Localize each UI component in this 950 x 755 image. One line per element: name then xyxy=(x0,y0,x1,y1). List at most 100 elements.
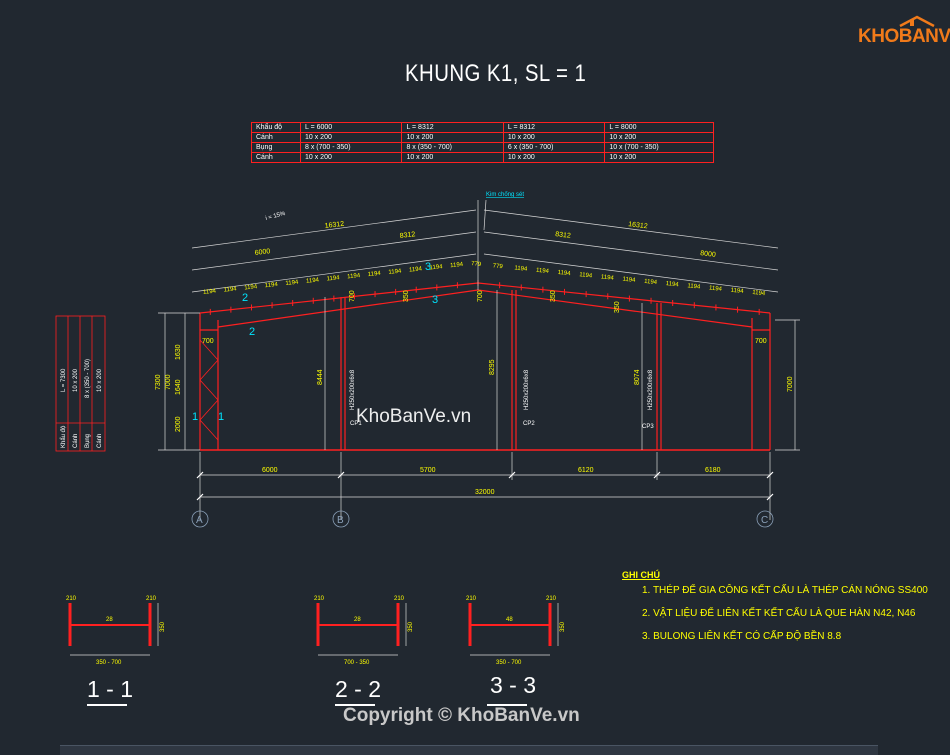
purlin-spacing-labels: 1194 1194 1194 1194 1194 1194 1194 1194 1194 1194… xyxy=(203,261,766,297)
dim-left-2000: 2000 xyxy=(175,416,182,432)
dim-left-7000: 7000 xyxy=(165,374,172,390)
purlin-spacing-label: 1194 xyxy=(514,265,528,272)
section-width: 700 - 350 xyxy=(344,660,370,666)
notes-title: GHI CHÚ xyxy=(622,570,660,580)
schedule-cell: 10 x 200 xyxy=(401,132,504,143)
depth-1: 700 xyxy=(202,338,214,345)
purlin-spacing-label: 1194 xyxy=(409,266,423,273)
dim-right-7000: 7000 xyxy=(787,376,794,392)
dim-tick xyxy=(196,471,204,479)
schedule-cell: L = 8000 xyxy=(604,122,714,133)
schedule-cell: 10 x 200 xyxy=(401,152,504,163)
dim-tick xyxy=(196,493,204,501)
section-web: 28 xyxy=(354,617,361,623)
purlin-spacing-label: 1194 xyxy=(579,272,593,279)
note-3: 3. BULONG LIÊN KẾT CÓ CẤP ĐỘ BỀN 8.8 xyxy=(642,631,842,642)
rafter-top-left xyxy=(199,282,479,314)
axis-bubbles xyxy=(191,510,774,528)
purlin-spacing-label: 1194 xyxy=(429,264,443,271)
depth-4: 700 xyxy=(477,290,484,302)
section-flange-right: 210 xyxy=(394,596,405,602)
section-label-1: 1 - 1 xyxy=(87,676,134,702)
slope-label: i = 15% xyxy=(265,211,287,222)
dim-bottom-2: 5700 xyxy=(420,467,436,474)
dim-top-right-a: 8312 xyxy=(555,231,571,240)
purlin-spacing-label: 1194 xyxy=(326,275,340,282)
dim-tick xyxy=(766,493,774,501)
side-table-h4: Cánh xyxy=(97,434,103,448)
axis-b-bubble xyxy=(332,510,350,528)
section-mark-2a: 2 xyxy=(242,292,248,304)
purlin-spacing-label: 1194 xyxy=(665,281,679,288)
purlin-spacing-label: 1194 xyxy=(285,280,299,287)
section-mark-2b: 2 xyxy=(249,326,255,338)
purlin-spacing-label: 1194 xyxy=(388,268,402,275)
purlin-spacing-label: 1194 xyxy=(536,268,550,275)
purlin-spacing-label: 779 xyxy=(471,261,482,268)
dimension-lines xyxy=(158,199,800,520)
purlin-spacing-label: 1194 xyxy=(601,274,615,281)
note-2: 2. VẬT LIỆU ĐỂ LIÊN KẾT KẾT CẤU LÀ QUE H… xyxy=(642,608,916,619)
column-1-tag: CP1 xyxy=(350,421,362,427)
purlin-spacing-label: 1194 xyxy=(265,282,279,289)
dim-top-right-total: 16312 xyxy=(628,221,648,230)
schedule-cell: 8 x (350 - 700) xyxy=(401,142,504,153)
section-width: 350 - 700 xyxy=(496,660,522,666)
axis-label-c: C xyxy=(761,515,768,526)
dim-tick xyxy=(653,471,661,479)
side-table-r4: 10 x 200 xyxy=(97,368,103,392)
rafter-top-right xyxy=(477,282,771,314)
column-2-label: H250x200x6x8 xyxy=(524,369,530,410)
horizontal-scrollbar[interactable] xyxy=(60,745,878,755)
axis-label-a: A xyxy=(196,515,203,526)
section-label-3: 3 - 3 xyxy=(490,672,537,698)
depth-2: 700 xyxy=(755,338,767,345)
dimension-ticks xyxy=(196,471,774,501)
note-1: 1. THÉP ĐỂ GIA CÔNG KẾT CẤU LÀ THÉP CÁN … xyxy=(642,585,928,596)
purlin-spacing-label: 1194 xyxy=(622,277,636,284)
dim-tick xyxy=(766,471,774,479)
purlin-spacing-label: 1194 xyxy=(347,273,361,280)
rafter-bottom-right xyxy=(477,289,753,328)
dim-left-1640: 1640 xyxy=(175,379,182,395)
purlin-spacing-label: 1194 xyxy=(306,277,320,284)
axis-label-b: B xyxy=(337,515,344,526)
axis-a-bubble xyxy=(191,510,209,528)
side-table-h1: Khẩu độ xyxy=(60,425,67,448)
schedule-cell: L = 8312 xyxy=(401,122,504,133)
section-mark-1a: 1 xyxy=(192,411,198,423)
frame-members xyxy=(199,282,771,451)
schedule-cell: 10 x (700 - 350) xyxy=(604,142,714,153)
dim-tick xyxy=(337,471,345,479)
dim-left-1630: 1630 xyxy=(175,344,182,360)
dim-total: 32000 xyxy=(475,489,495,496)
section-flange-right: 210 xyxy=(546,596,557,602)
dim-top-right-b: 8000 xyxy=(700,250,716,259)
section-width: 350 - 700 xyxy=(96,660,122,666)
section-web: 48 xyxy=(506,617,513,623)
depth-7: 700 xyxy=(349,290,356,302)
section-depth: 350 xyxy=(160,621,166,632)
section-mark-1b: 1 xyxy=(218,411,224,423)
purlin-spacing-label: 779 xyxy=(492,263,503,270)
depth-5: 350 xyxy=(550,290,557,302)
schedule-cell: Cánh xyxy=(251,132,301,143)
purlin-spacing-label: 1194 xyxy=(244,284,258,291)
dim-top-left-b: 8312 xyxy=(399,231,415,240)
purlin-spacing-label: 1194 xyxy=(450,262,464,269)
schedule-cell: 10 x 200 xyxy=(604,132,714,143)
dim-bottom-1: 6000 xyxy=(262,467,278,474)
column-2-tag: CP2 xyxy=(523,421,535,427)
dim-bottom-4: 6180 xyxy=(705,467,721,474)
purlin-spacing-label: 1194 xyxy=(644,279,658,286)
purlin-spacing-label: 1194 xyxy=(687,283,701,290)
schedule-cell: Khẩu độ xyxy=(251,122,301,133)
